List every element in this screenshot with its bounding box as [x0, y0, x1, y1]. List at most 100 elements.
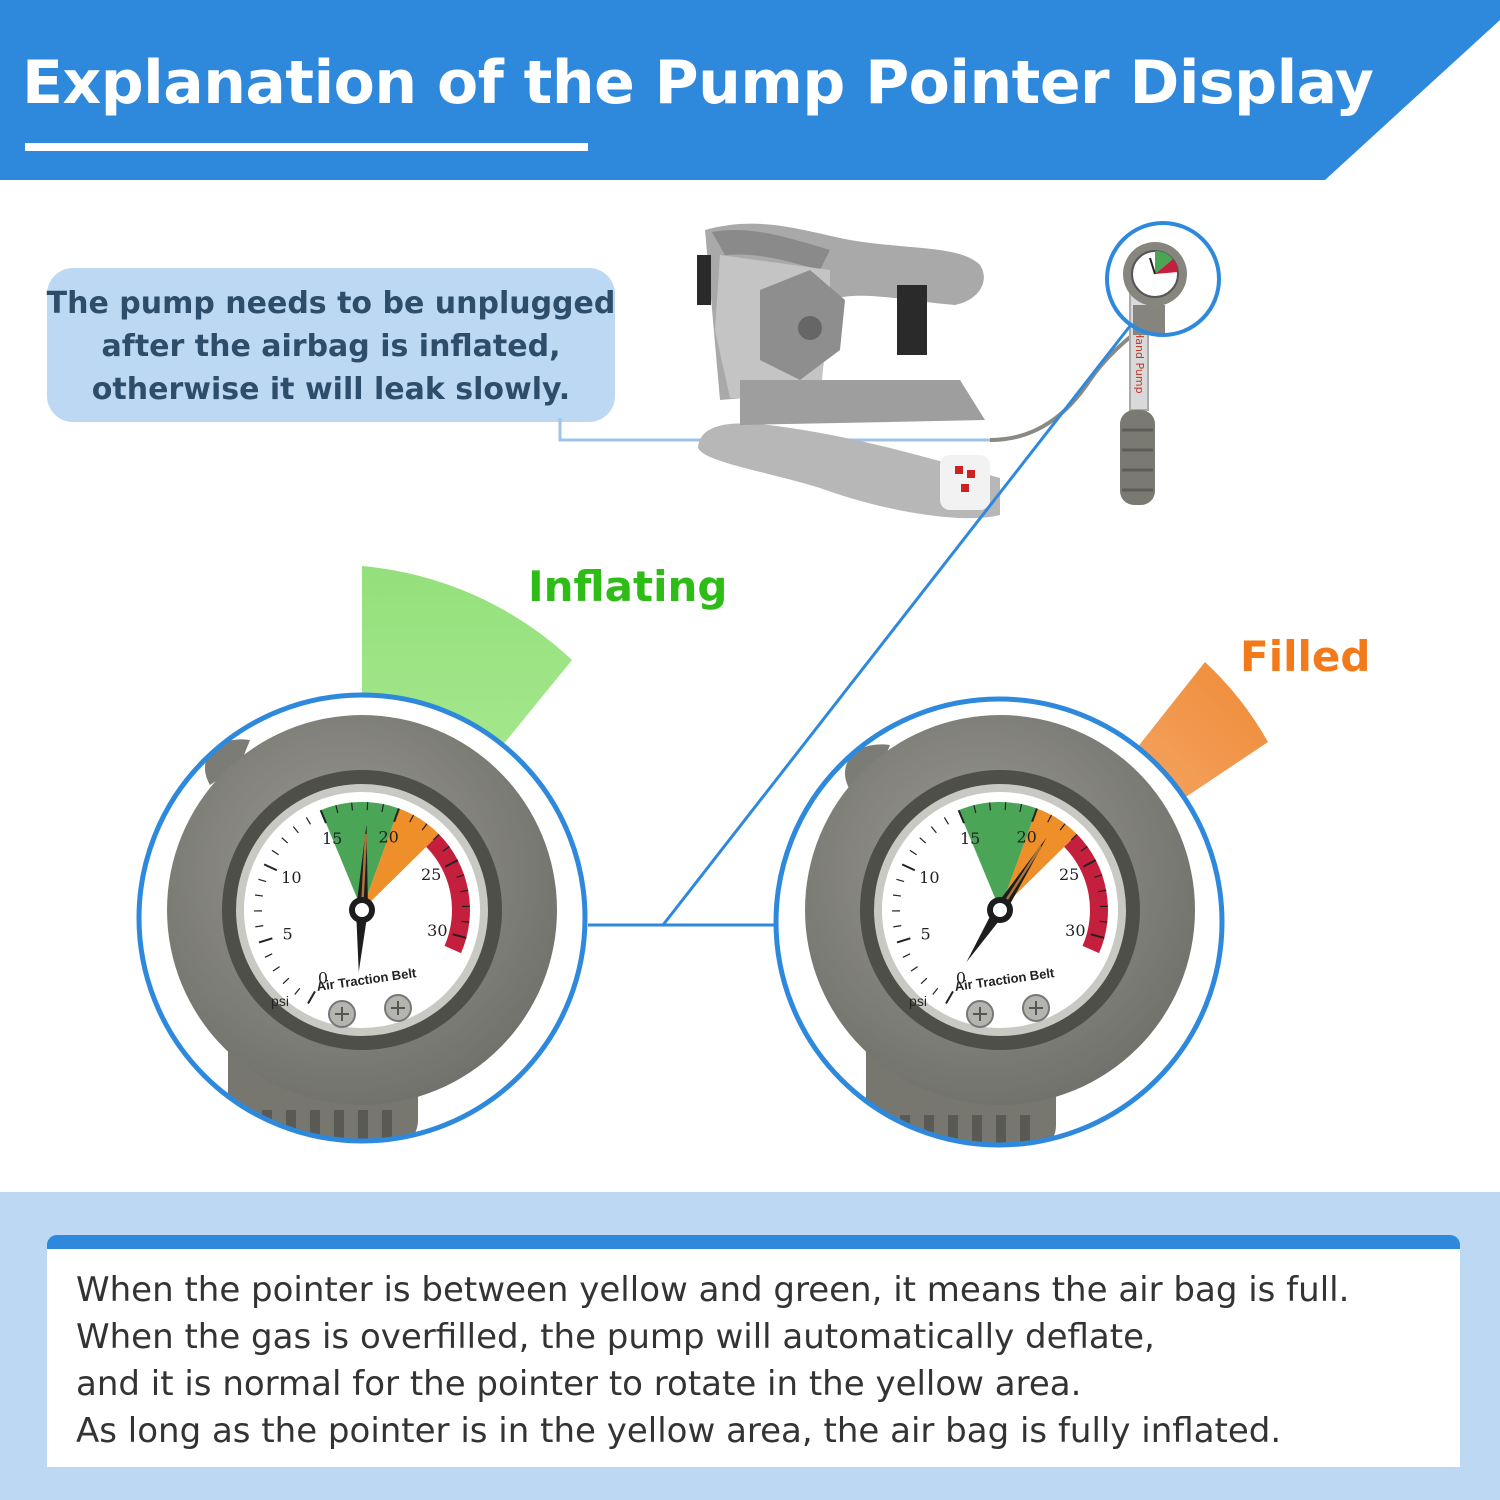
gauge-tick [461, 920, 470, 923]
gauge-tick [932, 987, 939, 995]
gauge-tick [282, 977, 290, 985]
gauge-tick [1080, 846, 1088, 852]
gauge-tick [945, 990, 954, 1005]
explanation-line: When the gas is overfilled, the pump wil… [76, 1317, 1155, 1357]
gauge-tick [989, 802, 992, 811]
page-title: Explanation of the Pump Pointer Display [22, 48, 1374, 118]
gauge-zone-red [1064, 834, 1108, 954]
gauge-tick-label: 25 [1059, 865, 1079, 884]
gauge-tick [1098, 889, 1107, 893]
gauge-tick [943, 817, 950, 825]
header-banner [0, 0, 1500, 180]
gauge-tick-label: 5 [921, 924, 931, 943]
gauge-tick [930, 826, 937, 834]
gauge-tick [452, 933, 467, 939]
gauge-zone-green [958, 802, 1037, 910]
gauge-tick [319, 809, 327, 824]
gauge-tick [1019, 804, 1023, 813]
gauge-tick [351, 802, 354, 811]
gauge-zone-yellow [362, 808, 440, 910]
gauge-tick [902, 953, 911, 958]
title-underline [25, 143, 588, 151]
header-background [0, 0, 1500, 180]
hand-pump: Hand Pump [1120, 242, 1187, 505]
gauge-tick [258, 878, 267, 883]
gauge-tick [1047, 814, 1053, 823]
gauge-tick [1094, 874, 1103, 879]
gauge-tick [292, 826, 299, 834]
pump-gauge-highlight-ring [1105, 221, 1221, 337]
callout-line: after the airbag is inflated, [101, 328, 561, 364]
gauge-tick-label: 20 [1016, 828, 1036, 847]
gauge-tick [254, 894, 264, 897]
gauge-tick [1082, 859, 1097, 868]
gauge-tick-label: 25 [421, 865, 441, 884]
gauge-tick [255, 925, 264, 928]
callout-line: The pump needs to be unplugged [46, 285, 616, 321]
gauge-tick [920, 977, 928, 985]
callout-line: otherwise it will leak slowly. [91, 371, 571, 407]
gauge-tick [1031, 808, 1038, 823]
gauge-tick [957, 809, 965, 824]
pump-label: Hand Pump [1133, 330, 1146, 394]
gauge-tick-label: 30 [427, 921, 447, 940]
gauge-tick [893, 925, 902, 928]
gauge-tick [263, 863, 278, 872]
gauge-zone-red [426, 834, 470, 954]
gauge-tick [421, 823, 428, 831]
gauge-tick [294, 987, 301, 995]
gauge-tick-label: 5 [283, 924, 293, 943]
gauge-tick [307, 990, 316, 1005]
gauge-tick [1059, 823, 1066, 831]
gauge-tick [1099, 920, 1108, 923]
gauge-tick [1070, 833, 1078, 841]
gauge-zone-green [320, 802, 399, 910]
gauge-tick [1090, 933, 1105, 939]
gauge-tick-label: 15 [960, 829, 980, 848]
explanation-line: and it is normal for the pointer to rota… [76, 1364, 1082, 1404]
gauge-tick [910, 966, 918, 972]
gauge-tick [281, 837, 289, 844]
gauge-unit: psi [909, 993, 927, 1009]
gauge-tick-label: 10 [281, 868, 301, 887]
gauge-tick [456, 874, 465, 879]
gauge-tick-label: 0 [956, 969, 966, 988]
gauge-tick [271, 849, 279, 856]
gauge-tick [432, 833, 440, 841]
gauge-tick [442, 846, 450, 852]
gauge-tick [381, 804, 385, 813]
gauge-tick [896, 878, 905, 883]
filled-label: Filled [1240, 632, 1371, 681]
gauge-tick [973, 805, 977, 814]
gauge-tick [919, 837, 927, 844]
inflating-label: Inflating [528, 562, 728, 611]
gauge-tick [901, 863, 916, 872]
gauge-tick [409, 814, 415, 823]
gauge-tick [896, 937, 911, 944]
gauge-tick-label: 30 [1065, 921, 1085, 940]
product-illustration: Hand Pump 0 [136, 221, 1268, 1148]
gauge-tick [393, 808, 400, 823]
magnifier-connector-line [661, 325, 1132, 926]
explanation-line: When the pointer is between yellow and g… [76, 1270, 1350, 1310]
neck-traction-collar [697, 223, 1000, 519]
gauge-tick [272, 966, 280, 972]
gauge-tick [335, 805, 339, 814]
gauge-unit: psi [271, 993, 289, 1009]
gauge-tick [460, 889, 469, 893]
unplug-note-callout: The pump needs to be unplugged after the… [47, 268, 615, 422]
gauge-tick [444, 859, 459, 868]
gauge-tick-label: 10 [919, 868, 939, 887]
explanation-box: When the pointer is between yellow and g… [47, 1235, 1460, 1467]
gauge-tick-label: 20 [378, 828, 398, 847]
gauge-tick [258, 937, 273, 944]
gauge-tick-label: 15 [322, 829, 342, 848]
gauge-tick [892, 894, 902, 897]
gauge-tick-label: 0 [318, 969, 328, 988]
gauge-tick [909, 849, 917, 856]
explanation-line: As long as the pointer is in the yellow … [76, 1411, 1282, 1451]
gauge-tick [305, 817, 312, 825]
gauge-tick [264, 953, 273, 958]
